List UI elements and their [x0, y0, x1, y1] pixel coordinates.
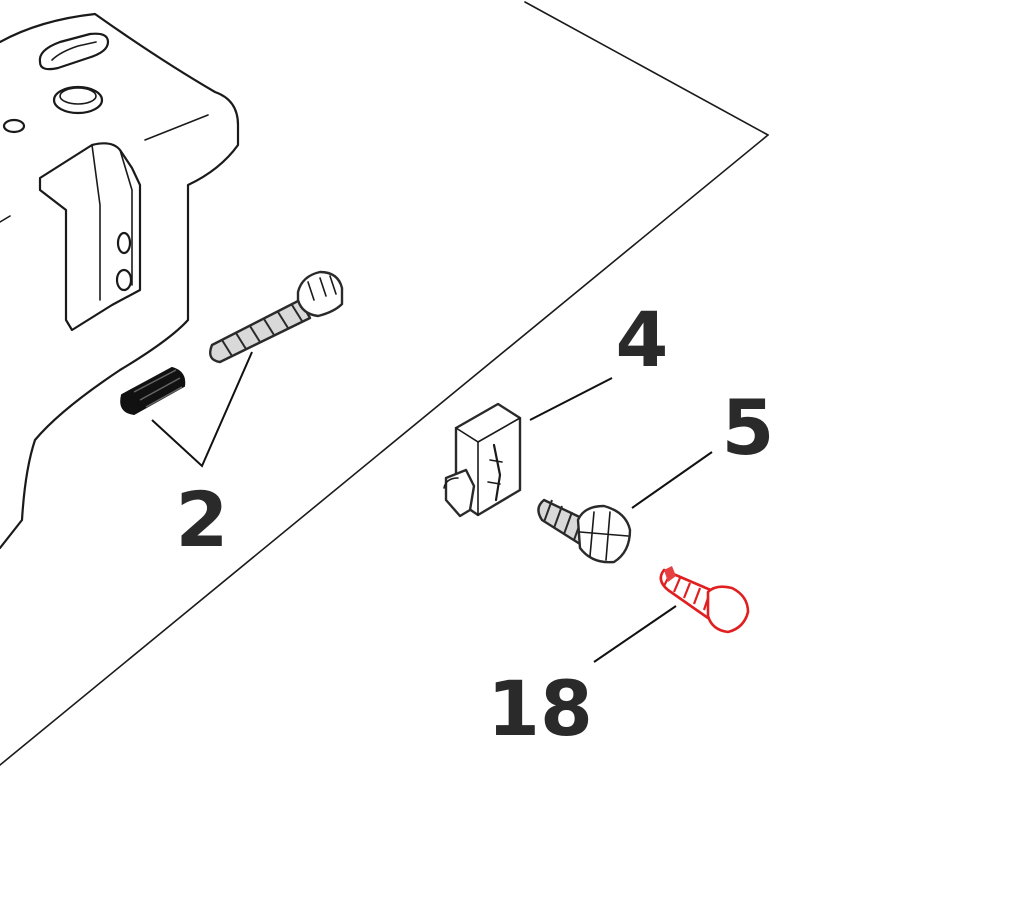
leader-18 — [593, 605, 677, 663]
part-2-long-screw — [209, 270, 344, 364]
callout-4: 4 — [616, 295, 669, 384]
bracket-hole — [52, 85, 104, 115]
small-hole — [2, 118, 26, 134]
callout-18: 18 — [487, 664, 593, 753]
leader-5 — [631, 451, 713, 509]
callout-2: 2 — [176, 475, 229, 564]
part-2-set-screw — [120, 366, 186, 416]
part-18-screw-highlighted — [659, 566, 750, 634]
bracket-flange — [0, 142, 142, 332]
part-4-clip-nut — [443, 402, 522, 518]
leader-4 — [529, 377, 613, 421]
assembly-panel-outline — [0, 1, 769, 766]
part-2-leader-lines — [151, 351, 253, 468]
bracket-slot — [38, 32, 110, 71]
bracket-body — [0, 12, 240, 550]
part-5-hex-bolt — [537, 498, 632, 564]
callout-5: 5 — [722, 383, 775, 472]
